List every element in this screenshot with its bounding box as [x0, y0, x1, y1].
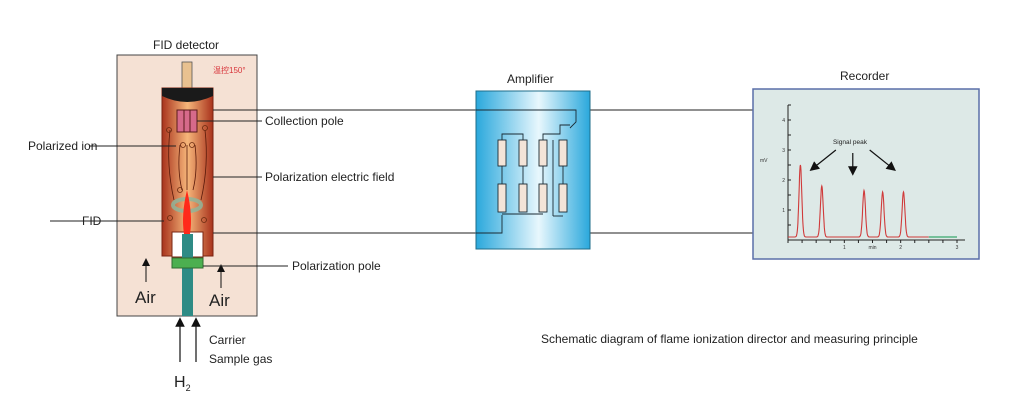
polarized-ions — [166, 125, 208, 223]
y-axis-label: mV — [760, 158, 768, 164]
label-fid: FID — [82, 214, 102, 228]
recorder-box — [752, 88, 980, 260]
flame — [183, 190, 191, 234]
label-air-right: Air — [209, 291, 230, 310]
leader-lines — [50, 120, 288, 267]
electric-field-lines — [168, 129, 207, 201]
caption: Schematic diagram of flame ionization di… — [541, 332, 918, 346]
y-tick-label: 4 — [782, 118, 785, 124]
amplifier-title: Amplifier — [507, 72, 554, 86]
top-nozzle — [181, 61, 193, 89]
h2-subscript: 2 — [185, 383, 191, 394]
amplifier-circuit — [476, 109, 577, 234]
signal-peak-arrow — [809, 149, 837, 171]
h2-text: H — [174, 374, 186, 391]
signal-peak-arrow — [869, 149, 896, 171]
x-tick-label: 3 — [956, 245, 959, 251]
x-axis-label: min — [868, 245, 876, 251]
recorder-plot: 1 2 3 4 1 2 3 mV min Signal peak — [760, 104, 965, 251]
x-tick-label: 1 — [843, 245, 846, 251]
label-polarization-field: Polarization electric field — [265, 170, 395, 184]
y-tick-label: 1 — [782, 208, 785, 214]
label-air-left: Air — [135, 288, 156, 307]
label-carrier: Carrier — [209, 333, 246, 347]
signal-wires — [213, 109, 753, 234]
label-polarized-ion: Polarized ion — [28, 139, 98, 153]
amplifier-box — [475, 90, 591, 250]
temperature-label: 温控150° — [213, 66, 246, 75]
signal-line — [788, 164, 929, 238]
label-polarization-pole: Polarization pole — [292, 259, 381, 273]
detector-title: FID detector — [153, 38, 220, 52]
recorder-title: Recorder — [840, 69, 890, 83]
collection-pole — [176, 109, 198, 133]
label-h2: H2 — [174, 374, 191, 393]
label-sample-gas: Sample gas — [209, 352, 273, 366]
polarization-pole — [171, 257, 204, 269]
label-collection-pole: Collection pole — [265, 114, 344, 128]
gas-tube — [182, 234, 193, 316]
y-tick-label: 2 — [782, 178, 785, 184]
signal-peak-annotation: Signal peak — [833, 139, 868, 146]
chamber-cap — [162, 88, 213, 102]
x-tick-label: 2 — [899, 245, 902, 251]
y-tick-label: 3 — [782, 148, 785, 154]
